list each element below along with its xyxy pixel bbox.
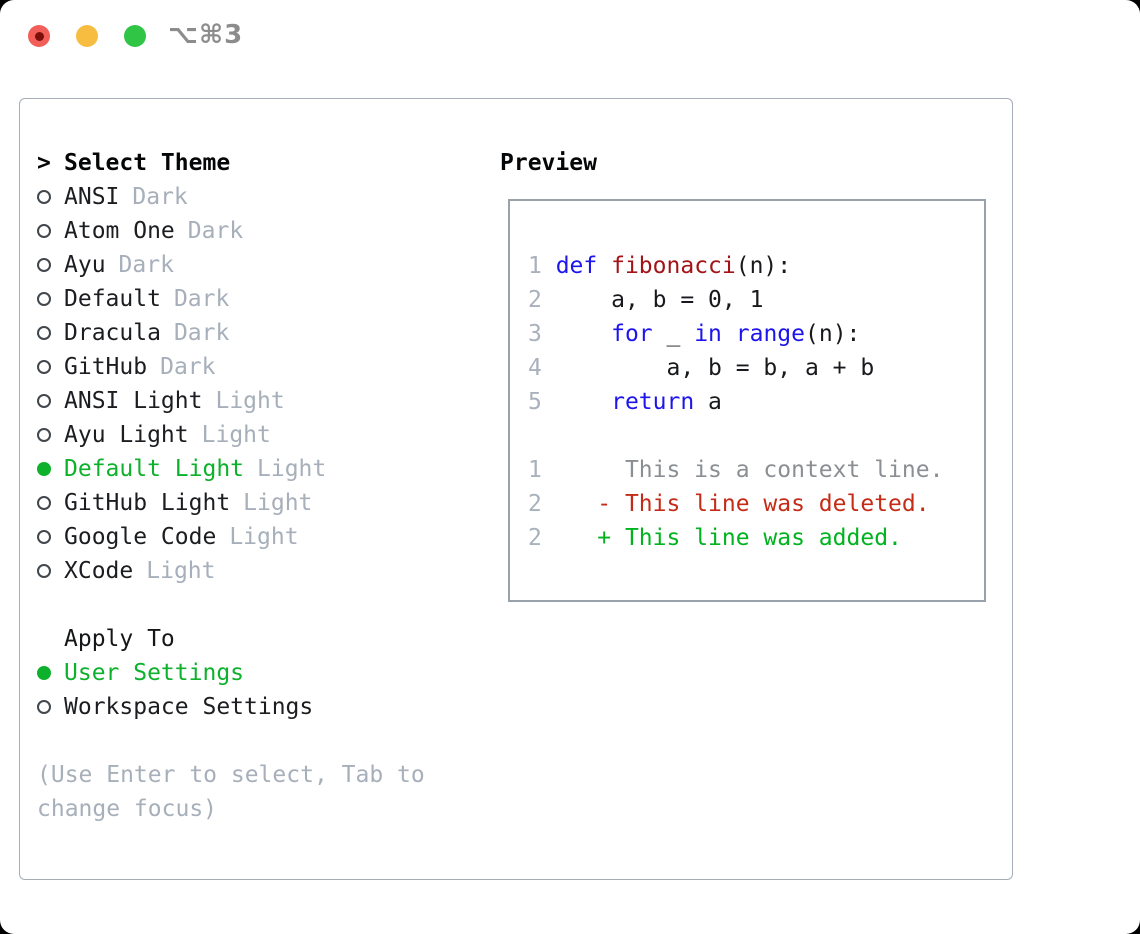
prompt-caret-icon: > (37, 150, 51, 176)
radio-icon (37, 496, 51, 510)
preview-line: 1 def fibonacci(n): (528, 253, 792, 279)
preview-line: 1 This is a context line. (528, 457, 944, 483)
theme-name: Ayu Light (64, 422, 189, 448)
radio-icon (37, 190, 51, 204)
radio-icon (37, 462, 51, 476)
theme-name: Default (64, 286, 161, 312)
theme-name: Ayu (64, 252, 106, 278)
preview-line: 2 + This line was added. (528, 525, 902, 551)
theme-name: GitHub (64, 354, 148, 380)
theme-variant-tag: Light (146, 558, 216, 584)
theme-option-github-light[interactable]: GitHub Light Light (37, 486, 447, 520)
radio-icon (37, 292, 51, 306)
radio-icon (37, 326, 51, 340)
radio-icon (37, 666, 51, 680)
theme-name: Atom One (64, 218, 175, 244)
left-column: > Select Theme ANSI Dark Atom One Dark A… (37, 146, 447, 826)
theme-name: XCode (64, 558, 134, 584)
apply-option-workspace-settings[interactable]: Workspace Settings (37, 690, 447, 724)
apply-option-label: User Settings (64, 660, 245, 686)
theme-variant-tag: Light (257, 456, 327, 482)
apply-to-list: User Settings Workspace Settings (37, 656, 447, 724)
theme-variant-tag: Dark (160, 354, 216, 380)
select-theme-header: > Select Theme (37, 146, 447, 180)
theme-name: ANSI (64, 184, 120, 210)
radio-icon (37, 564, 51, 578)
zoom-button[interactable] (124, 25, 146, 47)
traffic-lights (28, 25, 146, 47)
radio-icon (37, 258, 51, 272)
spacer (37, 588, 447, 622)
theme-list: ANSI Dark Atom One Dark Ayu Dark Default… (37, 180, 447, 588)
apply-option-user-settings[interactable]: User Settings (37, 656, 447, 690)
apply-option-label: Workspace Settings (64, 694, 314, 720)
theme-name: Default Light (64, 456, 245, 482)
theme-variant-tag: Dark (118, 252, 174, 278)
theme-option-ansi-light[interactable]: ANSI Light Light (37, 384, 447, 418)
radio-icon (37, 224, 51, 238)
theme-variant-tag: Dark (132, 184, 188, 210)
preview-line: 2 a, b = 0, 1 (528, 287, 764, 313)
theme-name: ANSI Light (64, 388, 203, 414)
theme-name: Dracula (64, 320, 161, 346)
apply-to-title: Apply To (64, 626, 175, 652)
minimize-button[interactable] (76, 25, 98, 47)
window-title: ⌥⌘3 (168, 20, 244, 50)
theme-variant-tag: Light (201, 422, 271, 448)
theme-variant-tag: Dark (187, 218, 244, 244)
select-theme-title: Select Theme (64, 150, 231, 176)
theme-name: Google Code (64, 524, 217, 550)
spacer (37, 724, 447, 758)
theme-option-atom-one[interactable]: Atom One Dark (37, 214, 447, 248)
theme-variant-tag: Dark (173, 286, 230, 312)
close-button-dot-icon (34, 31, 44, 41)
close-button[interactable] (28, 25, 50, 47)
theme-selector-panel: > Select Theme ANSI Dark Atom One Dark A… (19, 98, 1013, 880)
preview-line: 4 a, b = b, a + b (528, 355, 875, 381)
theme-variant-tag: Light (243, 490, 313, 516)
preview-line: 5 return a (528, 389, 722, 415)
theme-option-ayu[interactable]: Ayu Dark (37, 248, 447, 282)
theme-option-default-light[interactable]: Default Light Light (37, 452, 447, 486)
theme-variant-tag: Dark (173, 320, 230, 346)
preview-code: 1 def fibonacci(n): 2 a, b = 0, 1 3 for _ … (510, 201, 984, 555)
radio-icon (37, 428, 51, 442)
preview-line (528, 419, 984, 453)
theme-option-github[interactable]: GitHub Dark (37, 350, 447, 384)
theme-variant-tag: Light (229, 524, 299, 550)
theme-option-ayu-light[interactable]: Ayu Light Light (37, 418, 447, 452)
hint-text: (Use Enter to select, Tab to change focu… (37, 762, 425, 822)
radio-icon (37, 530, 51, 544)
preview-title: Preview (500, 150, 597, 176)
theme-option-dracula[interactable]: Dracula Dark (37, 316, 447, 350)
radio-icon (37, 700, 51, 714)
preview-line: 2 - This line was deleted. (528, 491, 930, 517)
apply-to-header: Apply To (37, 622, 447, 656)
theme-option-google-code[interactable]: Google Code Light (37, 520, 447, 554)
radio-icon (37, 360, 51, 374)
preview-line: 3 for _ in range(n): (528, 321, 861, 347)
theme-name: GitHub Light (64, 490, 231, 516)
theme-option-xcode[interactable]: XCode Light (37, 554, 447, 588)
radio-icon (37, 394, 51, 408)
theme-option-ansi[interactable]: ANSI Dark (37, 180, 447, 214)
preview-box: 1 def fibonacci(n): 2 a, b = 0, 1 3 for _ … (508, 199, 986, 602)
theme-variant-tag: Light (215, 388, 285, 414)
theme-option-default[interactable]: Default Dark (37, 282, 447, 316)
